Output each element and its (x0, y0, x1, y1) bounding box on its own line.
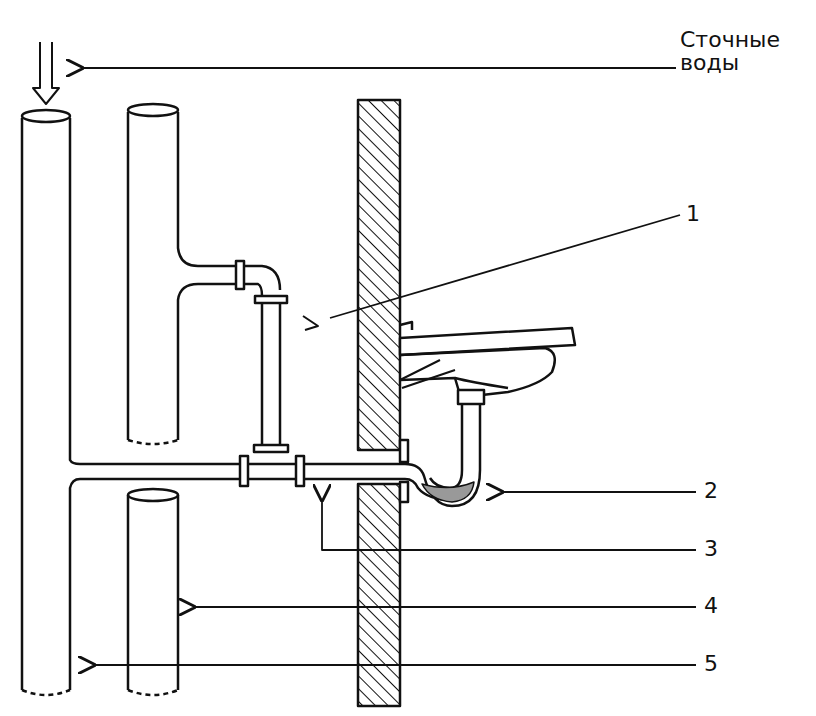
leader-lines (82, 68, 696, 665)
callout-number: 5 (702, 652, 720, 675)
water-trap (405, 395, 480, 506)
callout-number: 4 (702, 594, 720, 617)
wall (358, 100, 408, 706)
callout-number: 1 (684, 202, 702, 225)
washbasin (400, 322, 575, 404)
connecting-pipe (236, 261, 304, 486)
callout-number: 2 (702, 479, 720, 502)
inflow-arrow (33, 42, 59, 104)
callout-number: 3 (702, 537, 720, 560)
flow-label: Сточные воды (678, 28, 812, 74)
